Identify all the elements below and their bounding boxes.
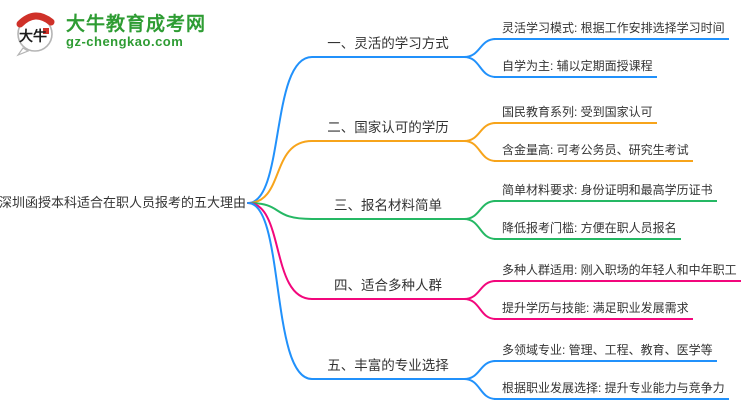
site-logo[interactable]: 大牛 大牛教育成考网 gz-chengkao.com (12, 7, 206, 57)
logo-red-seal (43, 28, 49, 34)
branch-4-split-down (463, 298, 497, 320)
branch-4-split-up (463, 280, 497, 300)
branch-2-label: 二、国家认可的学历 (312, 118, 464, 142)
logo-site-name: 大牛教育成考网 (66, 13, 207, 35)
branch-4-label: 四、适合多种人群 (312, 276, 464, 300)
branch-2-child-2: 含金量高: 可考公务员、研究生考试 (494, 142, 693, 162)
branch-4-child-2: 提升学历与技能: 满足职业发展需求 (494, 300, 693, 320)
logo-bubble-icon: 大牛 (16, 12, 55, 57)
branch-3-child-2: 降低报考门槛: 方便在职人员报名 (494, 220, 681, 240)
branch-4-fan-line (247, 202, 313, 300)
branch-1-child-1: 灵活学习模式: 根据工作安排选择学习时间 (494, 20, 729, 40)
branch-5-split-down (463, 378, 497, 400)
logo-red-arc (16, 12, 55, 28)
branch-5-child-1: 多领域专业: 管理、工程、教育、医学等 (494, 342, 717, 362)
bubble-tail (16, 47, 30, 57)
branch-1-split-up (463, 38, 497, 58)
branch-3-label: 三、报名材料简单 (312, 196, 464, 220)
branch-5-split-up (463, 360, 497, 380)
branch-1-label: 一、灵活的学习方式 (312, 34, 464, 58)
branch-3-split-down (463, 218, 497, 240)
root-topic: 深圳函授本科适合在职人员报考的五大理由 (0, 195, 246, 210)
branch-5-child-2: 根据职业发展选择: 提升专业能力与竞争力 (494, 380, 729, 400)
branch-1-child-2: 自学为主: 辅以定期面授课程 (494, 58, 657, 78)
branch-2-fan-line (247, 140, 313, 204)
branch-2-split-up (463, 122, 497, 142)
logo-text-block: 大牛教育成考网 gz-chengkao.com (66, 14, 206, 51)
branch-2-split-down (463, 140, 497, 162)
branch-4-child-1: 多种人群适用: 刚入职场的年轻人和中年职工 (494, 262, 741, 282)
branch-3-child-1: 简单材料要求: 身份证明和最高学历证书 (494, 182, 717, 202)
branch-5-label: 五、丰富的专业选择 (312, 356, 464, 380)
logo-bubble-chars: 大牛 (19, 28, 47, 44)
branch-1-split-down (463, 56, 497, 78)
branch-5-fan-line (247, 202, 313, 380)
branch-2-child-1: 国民教育系列: 受到国家认可 (494, 104, 657, 124)
branch-3-fan-line (247, 202, 313, 220)
branch-3-split-up (463, 200, 497, 220)
branch-1-fan-line (247, 56, 313, 204)
logo-site-domain: gz-chengkao.com (66, 34, 184, 50)
